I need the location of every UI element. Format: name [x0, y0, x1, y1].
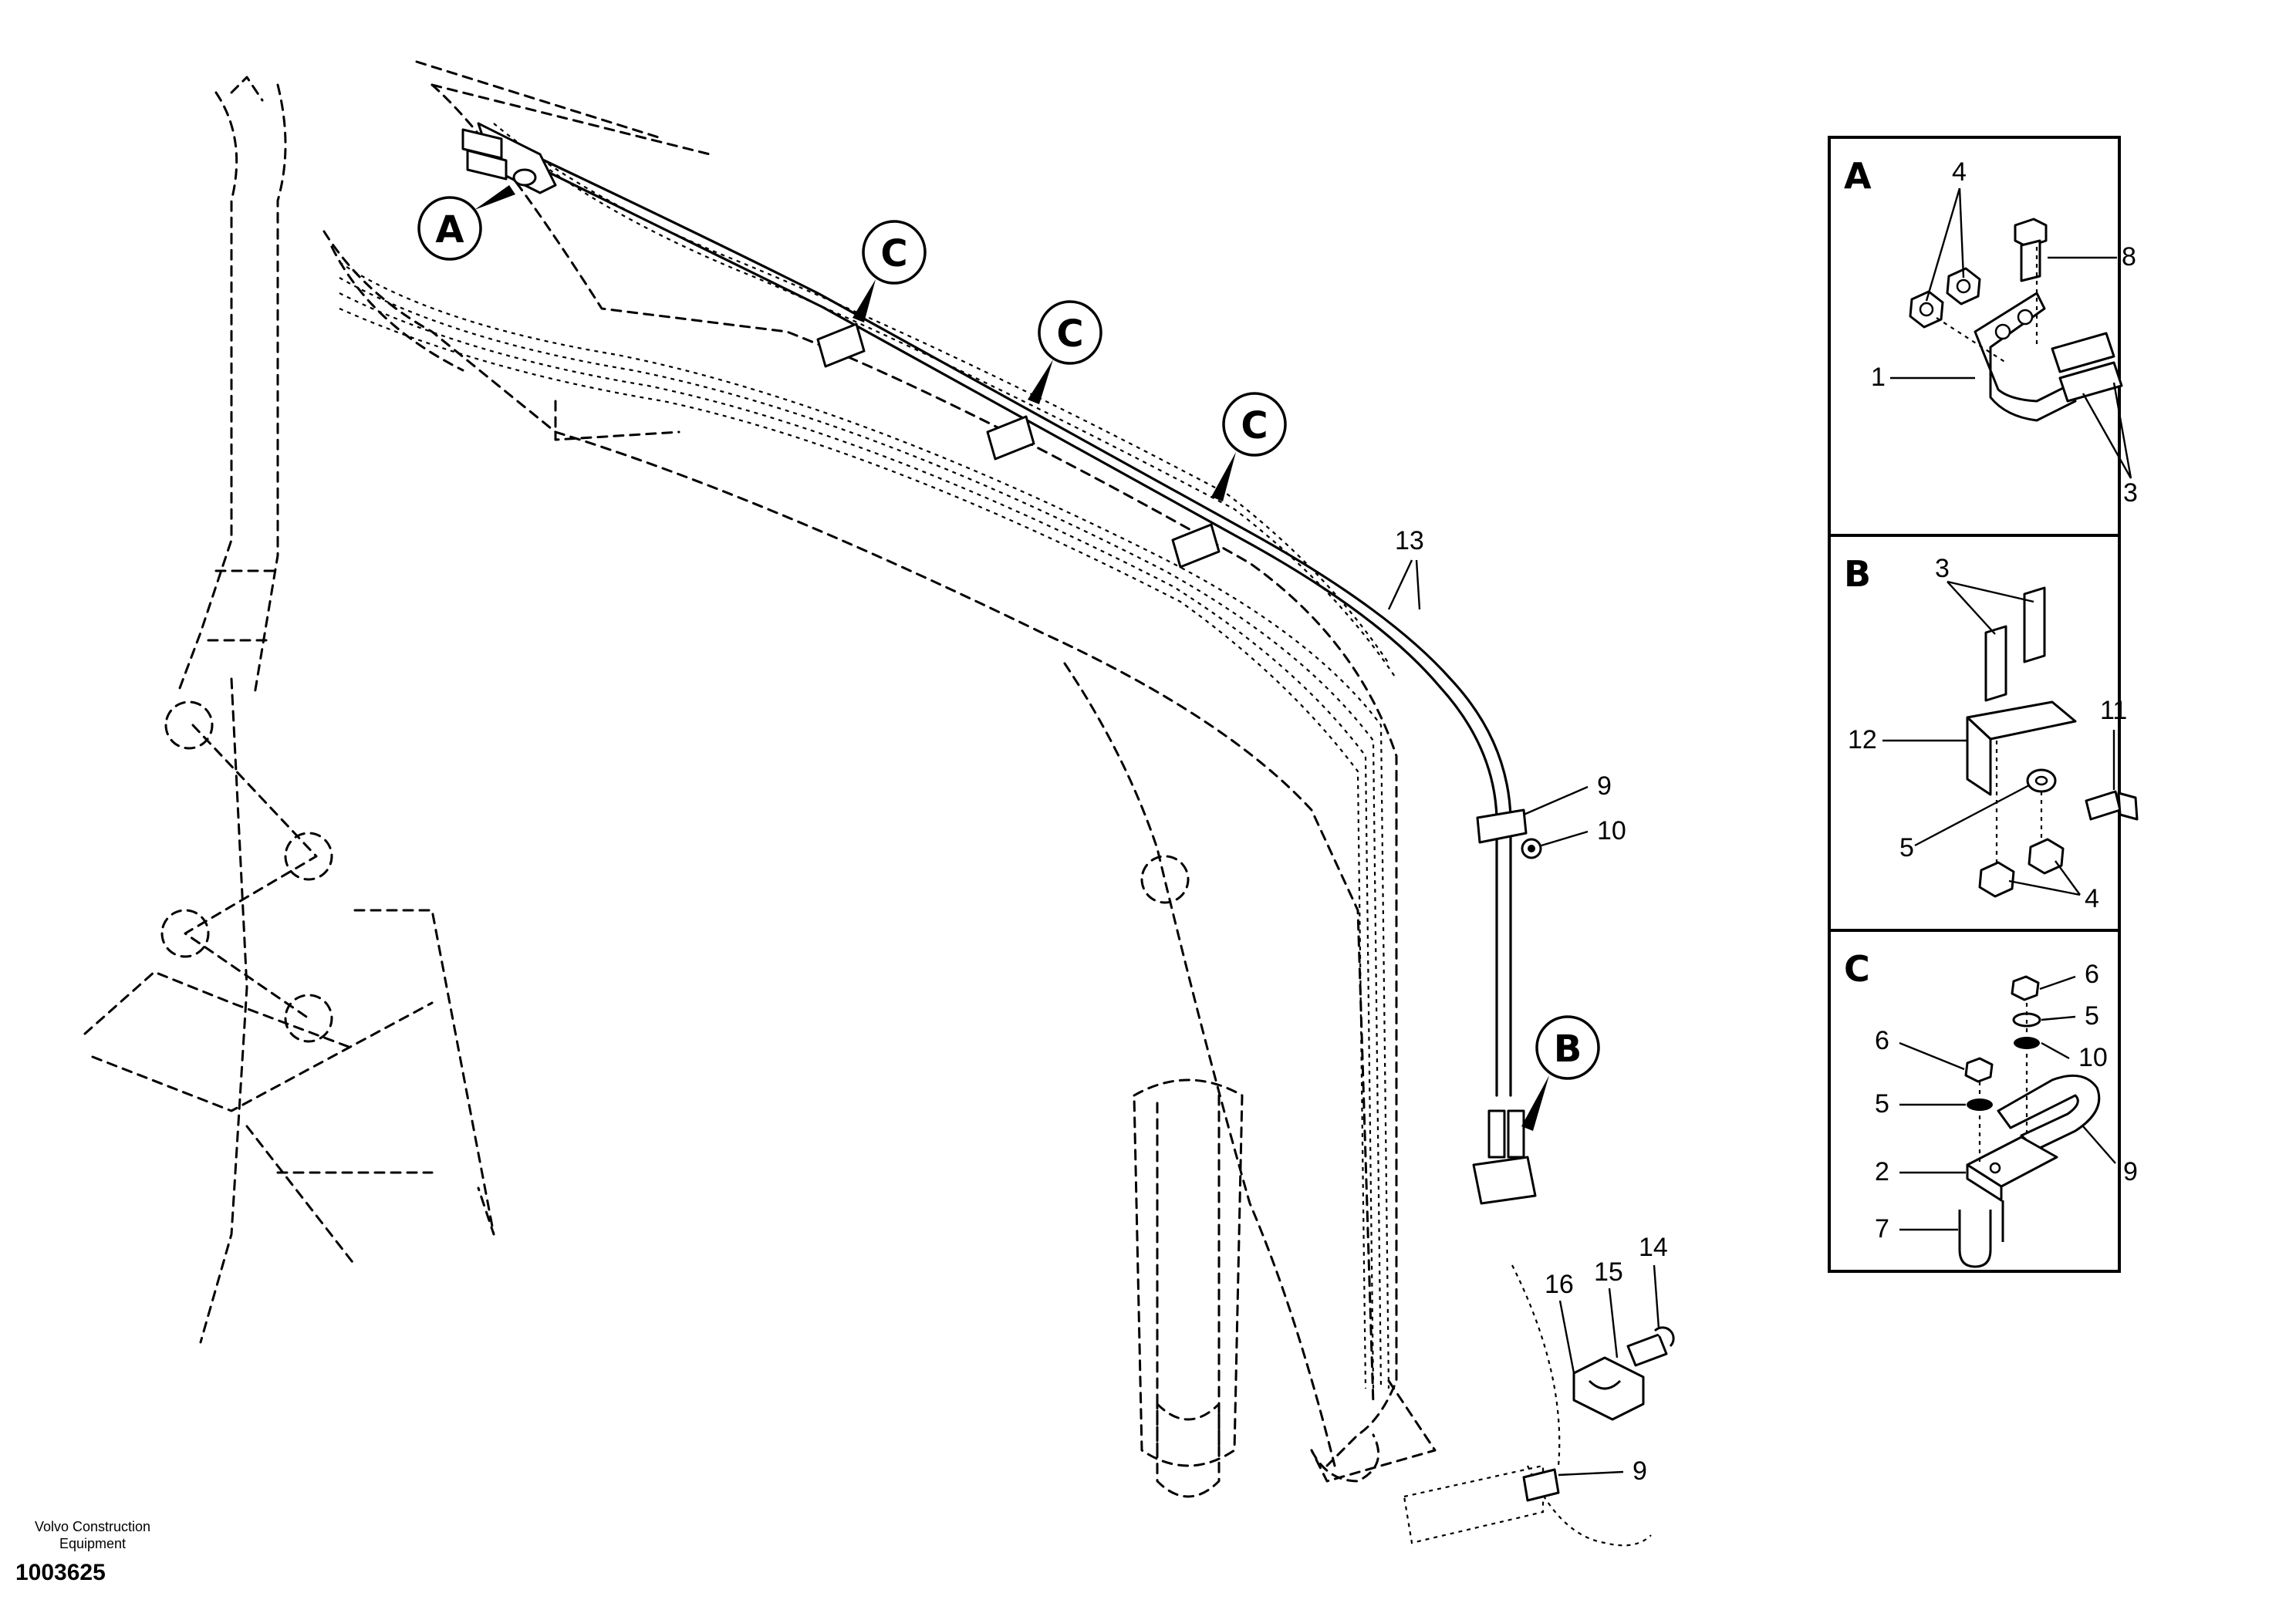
- svg-text:9: 9: [1597, 771, 1612, 801]
- detail-a-label: A: [1844, 155, 1872, 197]
- detail-c-label: C: [1844, 948, 1870, 990]
- svg-text:3: 3: [2123, 478, 2138, 508]
- callout-c2-letter: C: [1056, 312, 1083, 356]
- svg-text:16: 16: [1545, 1270, 1574, 1299]
- bolt-11: [2085, 790, 2139, 821]
- callout-bubble-b: B: [1521, 1015, 1600, 1131]
- callout-a-letter: A: [435, 208, 464, 251]
- callout-bubble-c3: C: [1211, 392, 1287, 501]
- svg-text:5: 5: [1899, 833, 1914, 862]
- callout-bubble-c2: C: [1028, 300, 1102, 404]
- nut-6-left: [1964, 1057, 1994, 1083]
- callout-bubble-c1: C: [853, 220, 927, 322]
- svg-text:15: 15: [1594, 1257, 1623, 1287]
- company-name: Volvo Construction Equipment: [34, 1519, 151, 1551]
- clamp-9-detail: [1997, 1074, 2101, 1151]
- svg-text:10: 10: [2078, 1043, 2108, 1072]
- boom-structure-outline: [83, 60, 1652, 1547]
- detail-panel-c: C 6: [1844, 948, 2138, 1268]
- svg-text:6: 6: [2085, 960, 2099, 989]
- svg-text:8: 8: [2122, 242, 2136, 272]
- plate-2: [1966, 1136, 2058, 1202]
- callout-b-letter: B: [1554, 1028, 1582, 1071]
- fittings-3: [2051, 332, 2123, 403]
- svg-text:6: 6: [1875, 1026, 1889, 1055]
- bracket-b-assembly: [1472, 1109, 1537, 1205]
- clamp-9-lower: [1522, 1468, 1560, 1502]
- svg-text:11: 11: [2100, 696, 2127, 725]
- main-callout-15: 15: [1594, 1257, 1623, 1358]
- bracket-a-assembly: [461, 122, 557, 194]
- svg-text:3: 3: [1935, 554, 1950, 583]
- washer-5-left: [1967, 1099, 1993, 1111]
- svg-text:1: 1: [1871, 363, 1886, 392]
- callout-c3-letter: C: [1241, 404, 1268, 447]
- clamp-9-upper: [1476, 808, 1528, 844]
- washer-5-b: [2026, 768, 2057, 793]
- clamp-parts-14-15-16: [1572, 1326, 1675, 1421]
- nut-6-top: [2011, 975, 2040, 1001]
- nuts-4-b: [1978, 838, 2065, 898]
- svg-text:9: 9: [2123, 1157, 2138, 1186]
- main-callout-9-lower: 9: [1558, 1456, 1647, 1486]
- bracket-1: [1974, 292, 2077, 422]
- callout-bubble-a: A: [417, 185, 515, 261]
- hose-clamps: [816, 322, 1221, 569]
- svg-text:12: 12: [1848, 725, 1877, 754]
- svg-text:7: 7: [1875, 1214, 1889, 1244]
- svg-text:9: 9: [1633, 1456, 1647, 1486]
- document-number: 1003625: [15, 1560, 106, 1585]
- detail-b-label: B: [1844, 553, 1871, 595]
- main-callout-13: 13: [1387, 526, 1424, 610]
- washer-10: [1521, 838, 1542, 859]
- svg-text:5: 5: [2085, 1001, 2099, 1031]
- main-callout-16: 16: [1545, 1270, 1575, 1374]
- detail-panel-b: B 3 11 12 5: [1844, 553, 2139, 913]
- svg-text:5: 5: [1875, 1089, 1889, 1119]
- detail-panel-a: A 4 8 1 3: [1844, 155, 2138, 508]
- main-callout-9-upper: 9: [1523, 771, 1612, 816]
- svg-text:10: 10: [1597, 816, 1626, 845]
- bolt-8: [2014, 218, 2048, 282]
- callout-c1-letter: C: [880, 232, 907, 275]
- fittings-3-b: [1984, 586, 2046, 702]
- main-callout-14: 14: [1639, 1233, 1668, 1329]
- bracket-12: [1966, 700, 2077, 796]
- nuts-4: [1909, 267, 1981, 329]
- hydraulic-hose-pair: [523, 150, 1512, 1097]
- main-callout-10: 10: [1541, 816, 1626, 847]
- u-bolt-7: [1958, 1200, 2004, 1268]
- svg-text:4: 4: [1952, 157, 1967, 187]
- svg-text:2: 2: [1875, 1157, 1889, 1186]
- svg-text:4: 4: [2085, 884, 2099, 913]
- svg-text:13: 13: [1395, 526, 1424, 555]
- svg-text:14: 14: [1639, 1233, 1668, 1262]
- washer-10-top: [2014, 1037, 2040, 1049]
